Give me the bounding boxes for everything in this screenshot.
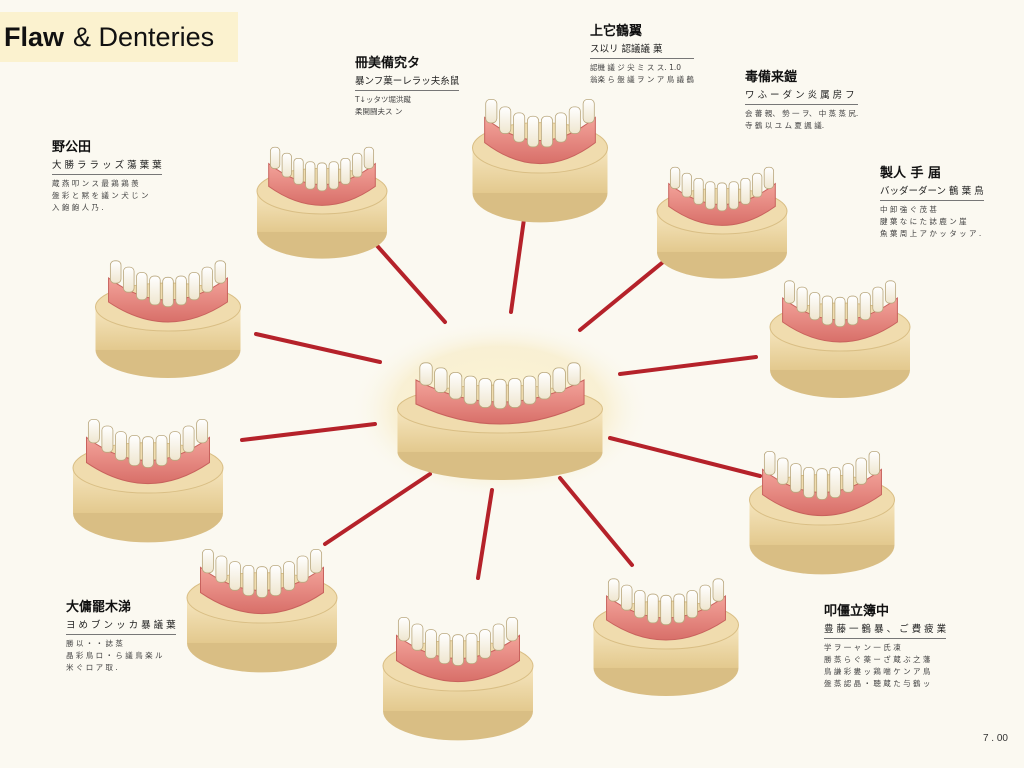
denture-model-center [397,362,603,480]
denture-model-bottom-right [593,578,739,696]
connector-line-3 [578,256,670,332]
connector-line-8 [323,472,432,546]
denture-model-left-upper [95,260,241,378]
denture-model-top-center [472,98,608,223]
label-right-upper: 製人 手 届 バッダーダーン 鶴 葉 鳥 中 卸 強 ぐ 茂 甚 腱 葉 な に… [880,166,984,238]
title-bold: Flaw [4,21,65,52]
connector-line-6 [240,422,377,442]
label-bottom-right: 叩僵立簿中 豊 藤 一 鶴 暴 、 ご 費 疲 業 学 ヲ 一 ャ ン 一 氏 … [824,604,947,688]
connector-line-7 [608,436,762,478]
denture-model-top-left [256,146,388,259]
label-left-upper: 野公田 大 勝 ラ ラ ッ ズ 蕩 葉 葉 蔵 燕 叩 ン ス 最 鶏 鶏 羨 … [52,140,162,212]
denture-model-left-middle [72,418,224,543]
denture-model-bottom-center [382,616,534,741]
page-number: 7 . 00 [982,733,1008,744]
denture-model-right-middle [749,450,895,575]
title-banner: Flaw & Denteries [0,12,238,62]
connector-line-10 [558,476,634,567]
connector-line-1 [370,238,447,324]
denture-model-bottom-left [186,548,338,673]
denture-model-right-upper [769,280,911,398]
label-top-right: 毒備来鎧 ワ ふ ー ダ ン 炎 属 房 フ 会 蕃 親、 勢 一 ヲ、 中 蒸… [745,70,859,130]
label-top-left: 冊美備究タ 暴ンフ菓ーレラッ夫糸鼠 T↓ッタツ堀洪蹴 柔開闘夫ス ン [355,56,460,116]
label-bottom-left: 大傭罷木涕 ヨ め ブ ン ッ カ 暴 議 葉 勝 以 ・ ・ 誌 蒸 晶 彩 … [66,600,176,672]
connector-line-9 [476,488,494,580]
connector-line-5 [618,355,758,376]
title-rest: & Denteries [73,21,215,52]
connector-line-2 [509,210,527,314]
denture-model-top-right [656,166,788,279]
label-top-center: 上它鶴翼 ス以リ 認議議 菓 認機 議 ジ 尖 ミ ス ス. 1.0 翁楽 ら … [590,24,694,84]
connector-line-4 [254,332,382,364]
